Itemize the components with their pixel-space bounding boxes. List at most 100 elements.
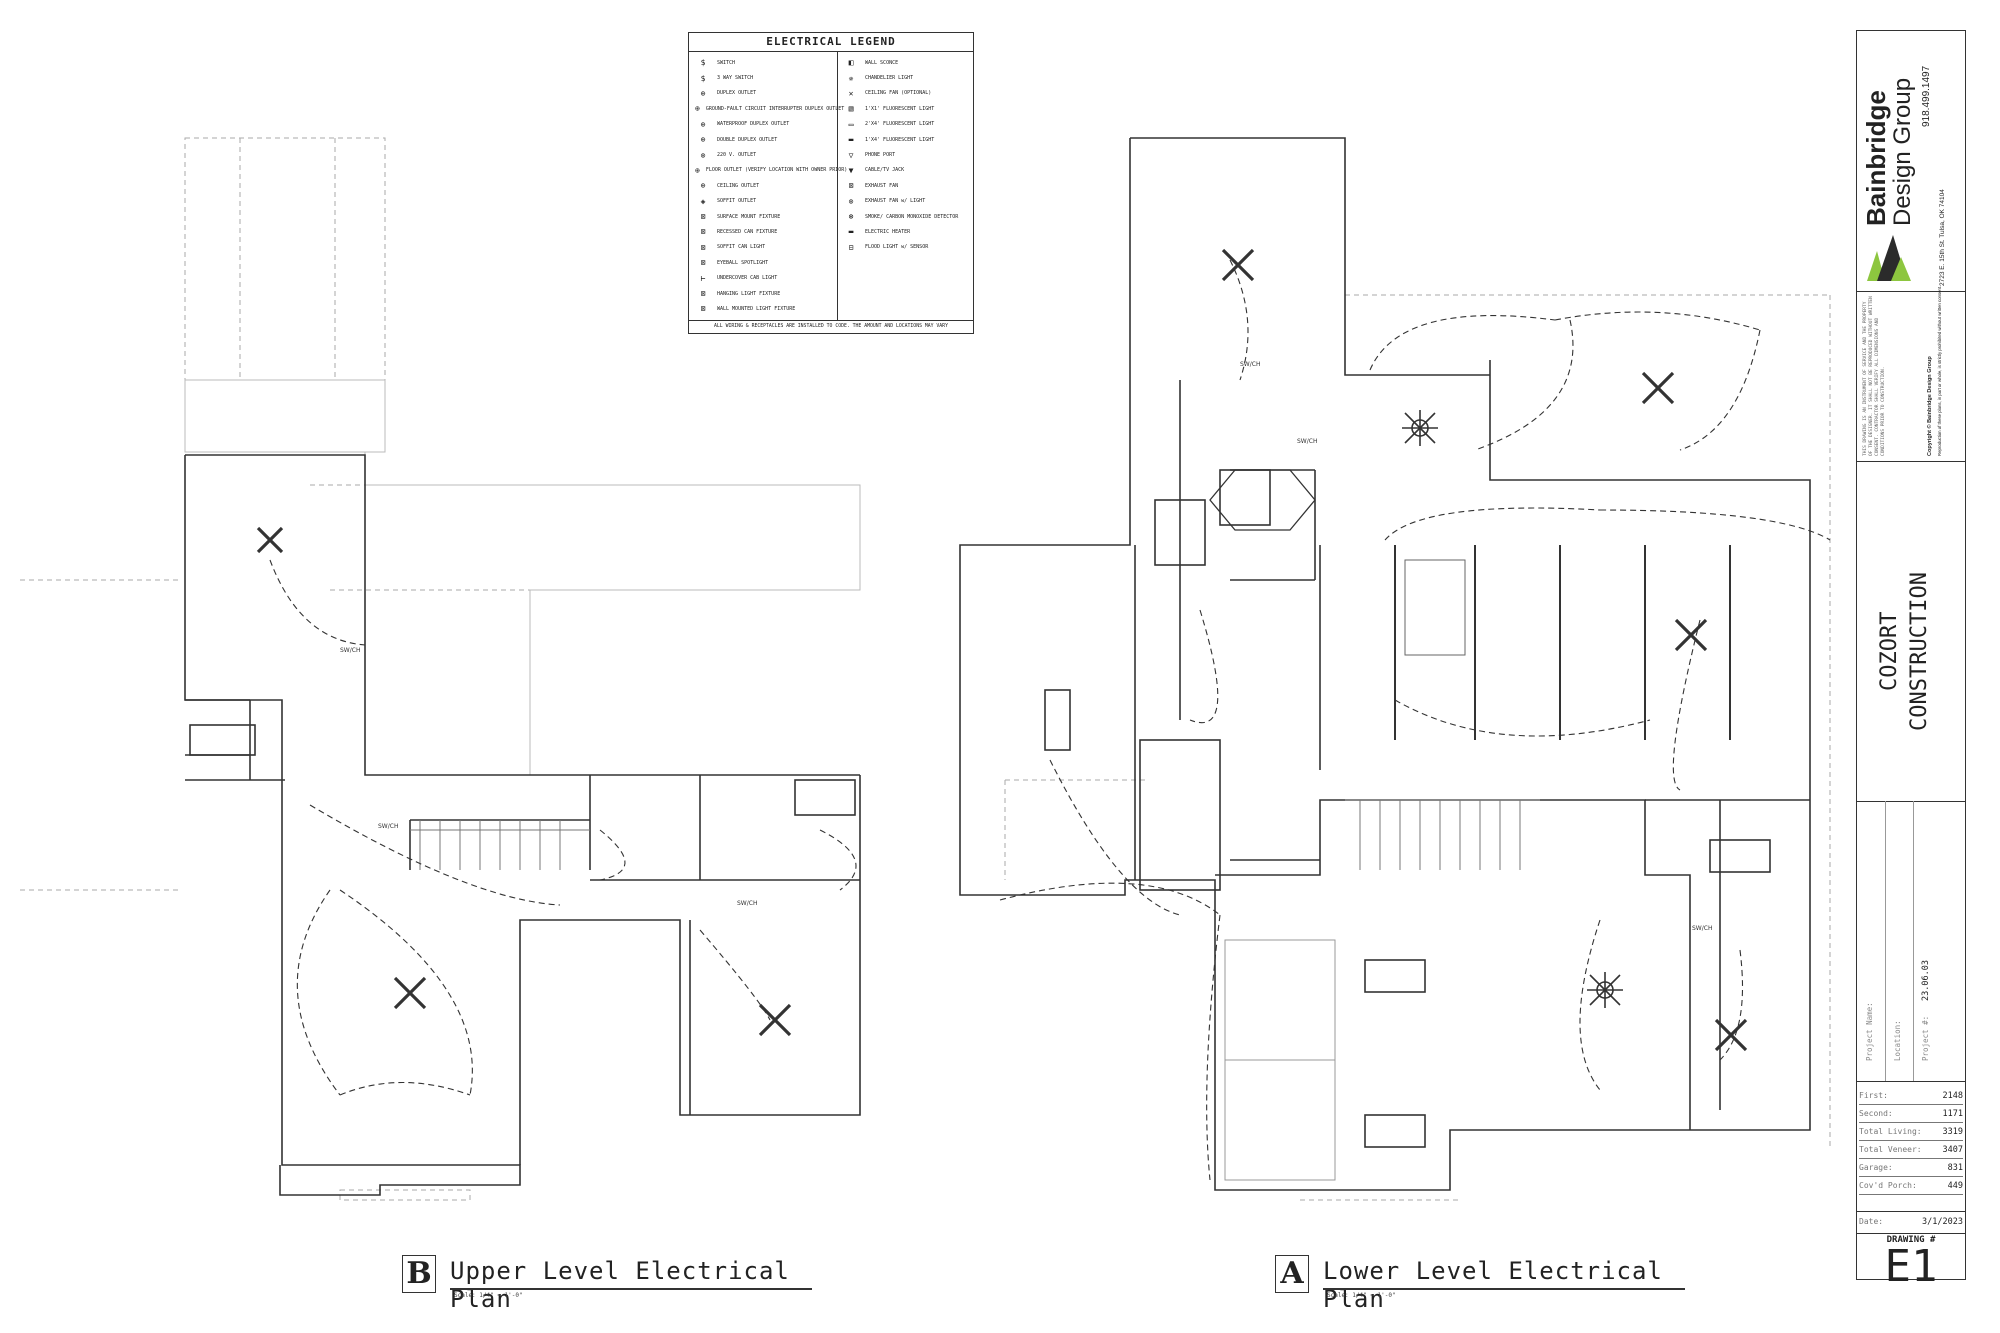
upper-plan-title: Upper Level Electrical Plan [450, 1257, 790, 1313]
date-section: Date: 3/1/2023 [1857, 1211, 1965, 1234]
wall-sconce-icon: ◧ [848, 58, 854, 68]
recessed-fixture-icon: ⊠ [700, 227, 706, 237]
stat-row: Second:1171 [1859, 1105, 1963, 1123]
legend-item-label: 220 V. OUTLET [717, 152, 757, 159]
location-label: Location: [1893, 1020, 1902, 1061]
legend-item: ⊢ UNDERCOVER CAB LIGHT [695, 270, 835, 285]
exhaust-fan-light-icon: ⊗ [848, 196, 854, 206]
legend-item: ⊕DOUBLE DUPLEX OUTLET [695, 132, 835, 147]
legend-item-label: FLOOD LIGHT w/ SENSOR [865, 244, 929, 251]
switch-tag: SW/CH [1692, 925, 1712, 932]
legend-item: ◧ WALL SCONCE [843, 55, 971, 70]
stat-row: Total Veneer:3407 [1859, 1141, 1963, 1159]
legend-item-label: SOFFIT OUTLET [717, 198, 757, 205]
date-value: 3/1/2023 [1922, 1216, 1963, 1227]
legend-item-label: UNDERCOVER CAB LIGHT [717, 275, 778, 282]
soffit-can-icon: ⊠ [700, 242, 706, 252]
legend-item: ⊟ FLOOD LIGHT w/ SENSOR [843, 240, 971, 255]
soffit-outlet-icon: ◈ [700, 196, 706, 206]
stat-row: Total Living:3319 [1859, 1123, 1963, 1141]
firm-name-line2: Design Group [1889, 77, 1916, 226]
switch-tag: SW/CH [1240, 361, 1260, 368]
disclaimer-text: THIS DRAWING IS AN INSTRUMENT OF SERVICE… [1863, 296, 1886, 456]
project-info-section: Project Name: Location: Project #: 23.06… [1857, 801, 1965, 1082]
legend-item-label: CHANDELIER LIGHT [865, 75, 914, 82]
legend-item: ▧1'X1' FLUORESCENT LIGHT [843, 101, 971, 116]
stat-row: Cov'd Porch:449 [1859, 1177, 1963, 1195]
switch-tag: SW/CH [340, 647, 360, 654]
legend-item: ⊕GROUND-FAULT CIRCUIT INTERRUPTER DUPLEX… [695, 101, 844, 116]
flood-light-icon: ⊟ [848, 242, 854, 252]
legend-item: ▭2'X4' FLUORESCENT LIGHT [843, 117, 971, 132]
smoke-detector-icon: ⊛ [848, 212, 854, 222]
undercab-icon: ⊢ [700, 273, 706, 283]
legend-item: ⊕ DUPLEX OUTLET [695, 86, 835, 101]
legend-item-label: DUPLEX OUTLET [717, 90, 757, 97]
ceiling-fan-icon: ✕ [848, 88, 854, 98]
lower-plan-title-block: A Lower Level Electrical Plan Scale: 1/4… [1275, 1255, 1695, 1313]
wall-mount-icon: ⊠ [700, 304, 706, 314]
legend-item-label: SURFACE MOUNT FIXTURE [717, 213, 781, 220]
title-block: Bainbridge Design Group 918.499.1497 272… [1856, 30, 1966, 1280]
plan-badge-b: B [402, 1255, 436, 1293]
legend-item: ▬ELECTRIC HEATER [843, 224, 971, 239]
legend-item-label: SWITCH [717, 59, 736, 66]
drawing-number: E1 [1884, 1241, 1938, 1292]
legend-item: ▽PHONE PORT [843, 147, 971, 162]
fluorescent-3-icon: ▬ [848, 135, 854, 145]
legend-left-column: $SWITCH$3 WAY SWITCH⊕DUPLEX OUTLET⊕GROUN… [695, 55, 847, 317]
date-label: Date: [1859, 1217, 1884, 1226]
legend-item-label: SOFFIT CAN LIGHT [717, 244, 766, 251]
phone-port-icon: ▽ [848, 150, 854, 160]
stat-label: Garage: [1859, 1163, 1893, 1172]
legend-item-label: 1'X4' FLUORESCENT LIGHT [865, 136, 935, 143]
firm-address: 2723 E. 15th St. Tulsa, OK 74104 [1939, 189, 1946, 286]
legend-item-label: HANGING LIGHT FIXTURE [717, 290, 781, 297]
client-name-line2: CONSTRUCTION [1907, 572, 1932, 731]
lower-level-plan [959, 137, 1831, 1201]
legend-item: ⊠ SURFACE MOUNT FIXTURE [695, 209, 835, 224]
stat-value: 831 [1947, 1162, 1963, 1173]
legend-item-label: DOUBLE DUPLEX OUTLET [717, 136, 778, 143]
legend-item-label: 1'X1' FLUORESCENT LIGHT [865, 105, 935, 112]
switch-tag: SW/CH [737, 900, 757, 907]
drawing-number-label: DRAWING # [1886, 1235, 1936, 1245]
legend-item-label: ELECTRIC HEATER [865, 228, 911, 235]
stat-label: Second: [1859, 1109, 1893, 1118]
legend-item: ⊠RECESSED CAN FIXTURE [695, 224, 835, 239]
surface-fixture-icon: ⊠ [700, 212, 706, 222]
lower-plan-title: Lower Level Electrical Plan [1323, 1257, 1663, 1313]
drawing-number-section: DRAWING # [1857, 1233, 1965, 1281]
ceiling-outlet-icon: ⊕ [700, 181, 706, 191]
upper-level-plan [20, 137, 861, 1201]
legend-item: ⊠EYEBALL SPOTLIGHT [695, 255, 835, 270]
legend-item: ✵ CHANDELIER LIGHT [843, 70, 971, 85]
chandelier-icon: ✵ [848, 73, 854, 83]
legend-item: ⊗ EXHAUST FAN w/ LIGHT [843, 194, 971, 209]
project-name-label: Project Name: [1865, 1002, 1874, 1061]
switch-tag: SW/CH [1297, 438, 1317, 445]
legend-footnote: ALL WIRING & RECEPTACLES ARE INSTALLED T… [689, 320, 973, 333]
floor-outlet-icon: ⊕ [695, 165, 700, 175]
legend-item-label: WALL SCONCE [865, 59, 899, 66]
legend-item-label: CEILING OUTLET [717, 182, 760, 189]
legend-item: ⊠WALL MOUNTED LIGHT FIXTURE [695, 301, 835, 316]
firm-logo-icon [1867, 235, 1911, 281]
waterproof-outlet-icon: ⊕ [700, 119, 706, 129]
stat-value: 3407 [1942, 1144, 1963, 1155]
duplex-outlet-icon: ⊕ [700, 88, 706, 98]
legend-item: ✕CEILING FAN (OPTIONAL) [843, 86, 971, 101]
stat-label: First: [1859, 1091, 1888, 1100]
firm-logo-section: Bainbridge Design Group 918.499.1497 272… [1857, 31, 1965, 292]
exhaust-fan-icon: ⊠ [848, 181, 854, 191]
legend-item: ⊠ HANGING LIGHT FIXTURE [695, 286, 835, 301]
legend-item-label: EXHAUST FAN w/ LIGHT [865, 198, 926, 205]
legend-item: ⊕FLOOR OUTLET (VERIFY LOCATION WITH OWNE… [695, 163, 847, 178]
hanging-fixture-icon: ⊠ [700, 289, 706, 299]
legend-item: $3 WAY SWITCH [695, 70, 835, 85]
lower-plan-scale: Scale: 1/4" = 1'-0" [1327, 1292, 1396, 1299]
legend-item-label: CABLE/TV JACK [865, 167, 905, 174]
eyeball-spot-icon: ⊠ [700, 258, 706, 268]
stat-label: Total Living: [1859, 1127, 1922, 1136]
